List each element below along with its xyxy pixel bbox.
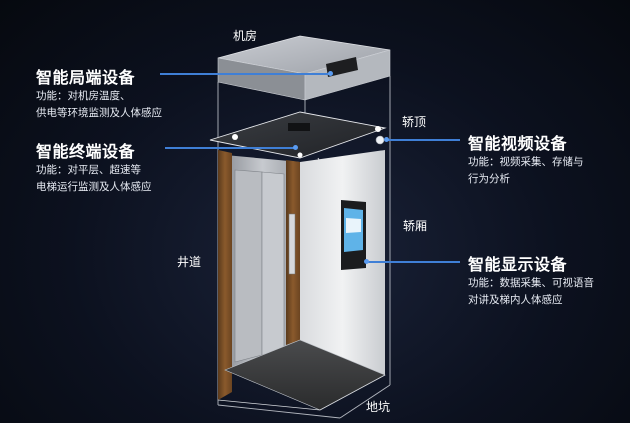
label-machine-room: 机房 [233, 29, 258, 43]
label-shaft: 井道 [177, 255, 202, 269]
leader-dot-local [328, 71, 333, 76]
label-car-top: 轿顶 [402, 115, 427, 129]
camera-unit [375, 135, 385, 145]
leader-dot-video [384, 137, 389, 142]
leader-dot-display [364, 259, 369, 264]
device-title-display: 智能显示设备 [468, 255, 568, 274]
terminal-device-unit [288, 123, 310, 131]
label-pit: 地坑 [366, 400, 391, 414]
leader-line-video [388, 139, 460, 141]
device-desc-video: 功能：视频采集、存储与 行为分析 [468, 156, 584, 185]
display-unit [341, 200, 366, 270]
car-body [217, 150, 386, 411]
label-car-body: 轿厢 [403, 219, 428, 233]
leader-line-display [368, 261, 460, 263]
device-desc-local: 功能：对机房温度、 供电等环境监测及人体感应 [36, 90, 162, 119]
local-device-unit [326, 57, 358, 77]
device-title-terminal: 智能终端设备 [36, 142, 136, 161]
machine-room [217, 35, 391, 101]
leader-line-local [160, 73, 330, 75]
leader-line-terminal [165, 147, 295, 149]
leader-dot-terminal [293, 145, 298, 150]
device-title-video: 智能视频设备 [468, 134, 568, 153]
device-desc-display: 功能：数据采集、可视语音 对讲及梯内人体感应 [468, 277, 594, 306]
device-desc-terminal: 功能：对平层、超速等 电梯运行监测及人体感应 [36, 164, 152, 193]
device-title-local: 智能局端设备 [36, 68, 136, 87]
